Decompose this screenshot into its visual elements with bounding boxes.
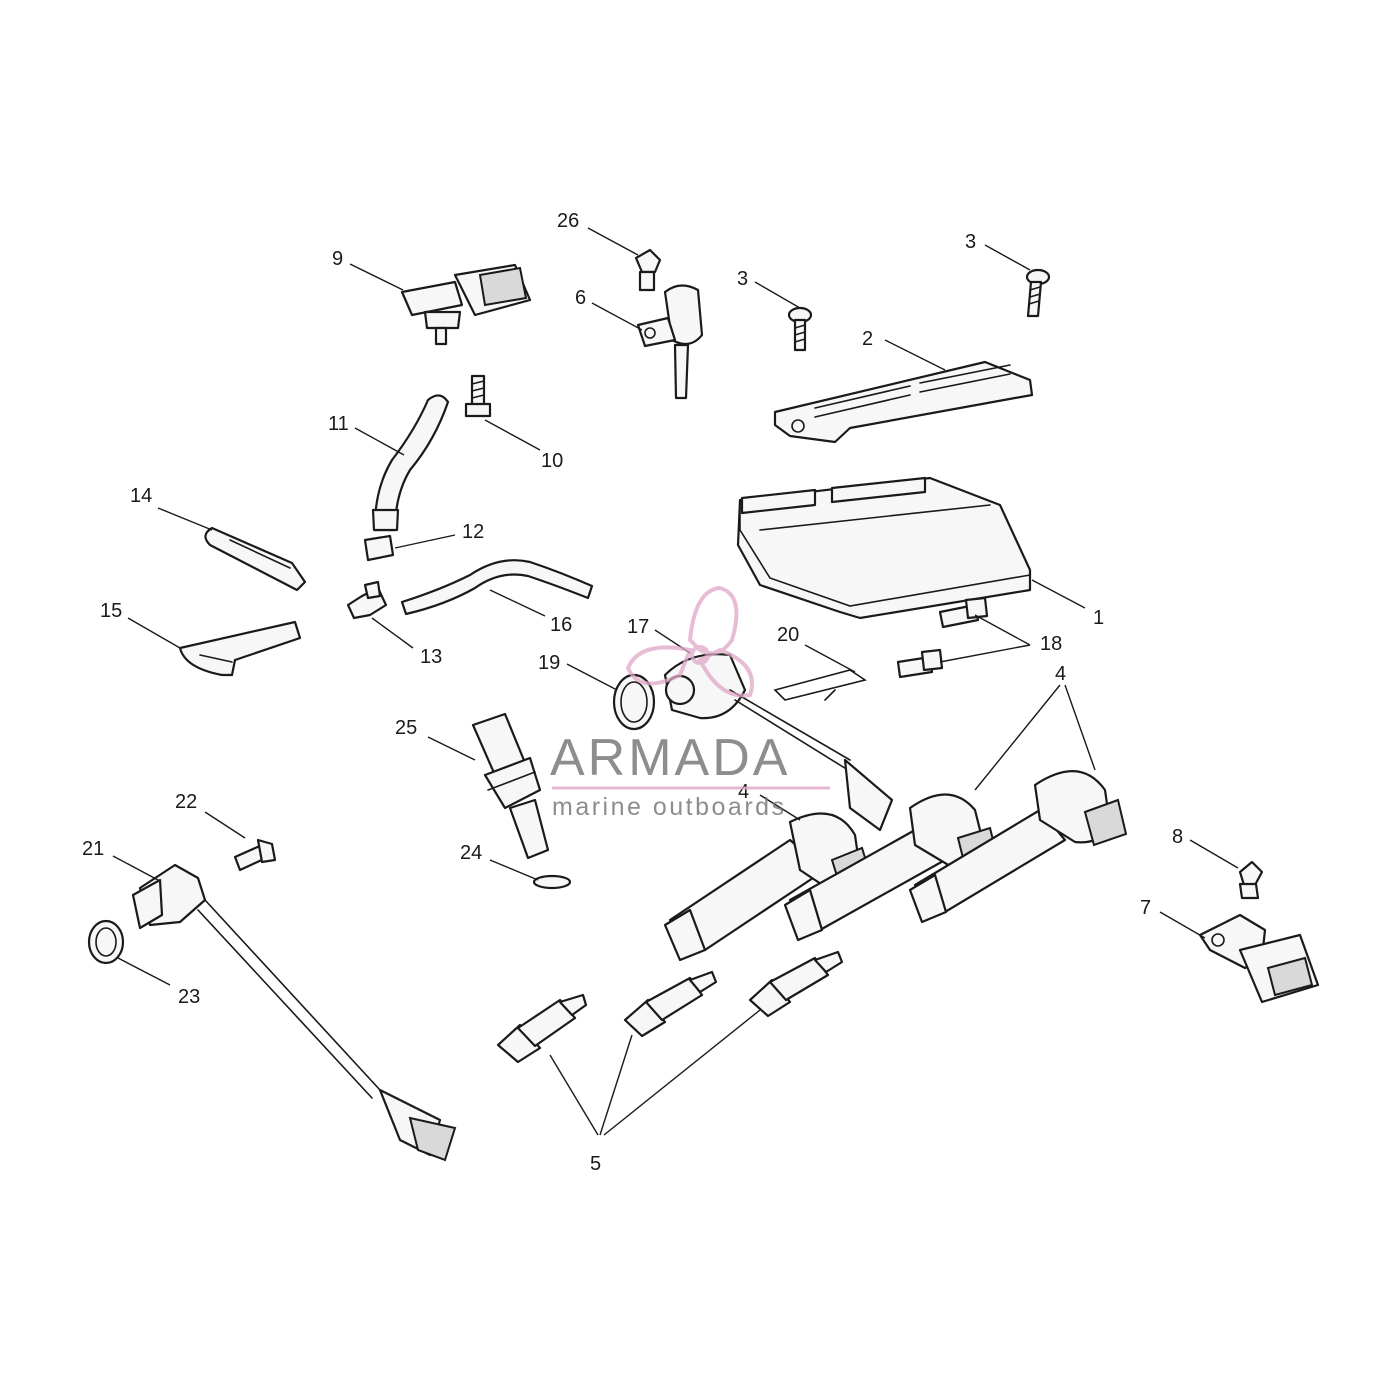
callout-labels: 1 2 3 3 4 4 5 6 7 8 9 10 11 12 13 14 15 …: [82, 210, 1183, 1175]
callout-14: 14: [130, 485, 152, 507]
callout-2: 2: [862, 328, 873, 350]
callout-18: 18: [1040, 633, 1062, 655]
callout-25: 25: [395, 717, 417, 739]
watermark: ARMADA marine outboards: [550, 585, 830, 821]
callout-4b: 4: [738, 781, 749, 803]
ecu-module: [736, 476, 1032, 620]
mounting-bracket: [773, 360, 1034, 444]
map-sensor-7: [1198, 913, 1320, 1004]
fitting-13: [346, 580, 388, 620]
callout-15: 15: [100, 600, 122, 622]
propeller-logo-icon: [625, 585, 754, 698]
callout-23: 23: [178, 986, 200, 1008]
clip-20: [773, 669, 867, 701]
callout-12: 12: [462, 521, 484, 543]
callout-6: 6: [575, 287, 586, 309]
callout-3b: 3: [965, 231, 976, 253]
callout-21: 21: [82, 838, 104, 860]
hose-14: [204, 526, 307, 592]
callout-5: 5: [590, 1153, 601, 1175]
callout-8: 8: [1172, 826, 1183, 848]
callout-3a: 3: [737, 268, 748, 290]
sensor-9: [400, 263, 532, 346]
bolt-10: [464, 374, 492, 418]
screw-3a: [787, 306, 813, 352]
watermark-subtitle: marine outboards: [552, 793, 787, 821]
callout-26: 26: [557, 210, 579, 232]
bolt-26: [634, 248, 662, 292]
callout-13: 13: [420, 646, 442, 668]
callout-1: 1: [1093, 607, 1104, 629]
callout-24: 24: [460, 842, 482, 864]
callout-22: 22: [175, 791, 197, 813]
callout-11: 11: [328, 413, 349, 435]
ignition-coil-3: [908, 770, 1128, 924]
callout-19: 19: [538, 652, 560, 674]
bolt-18a: [938, 596, 989, 629]
callout-10: 10: [541, 450, 563, 472]
o-ring-24: [532, 874, 572, 890]
bolt-8: [1238, 860, 1264, 900]
callout-7: 7: [1140, 897, 1151, 919]
leader-lines: [112, 227, 1239, 1136]
callout-9: 9: [332, 248, 343, 270]
washer-23: [87, 919, 125, 965]
bolt-18b: [896, 648, 944, 679]
clamp-12: [363, 534, 395, 562]
sensor-25: [471, 712, 550, 860]
watermark-title: ARMADA: [550, 729, 790, 787]
spark-plug-3: [748, 950, 844, 1018]
callout-17: 17: [627, 616, 649, 638]
spark-plug-2: [623, 970, 718, 1038]
sensor-6: [636, 284, 704, 400]
hose-15: [178, 620, 302, 677]
bolt-22: [233, 838, 277, 872]
callout-16: 16: [550, 614, 572, 636]
screw-3b: [1025, 268, 1051, 318]
hose-16: [400, 559, 594, 616]
callout-20: 20: [777, 624, 799, 646]
spark-plug-1: [496, 993, 588, 1064]
hose-11: [371, 394, 450, 532]
sensor-21: [131, 863, 457, 1162]
callout-4a: 4: [1055, 663, 1066, 685]
